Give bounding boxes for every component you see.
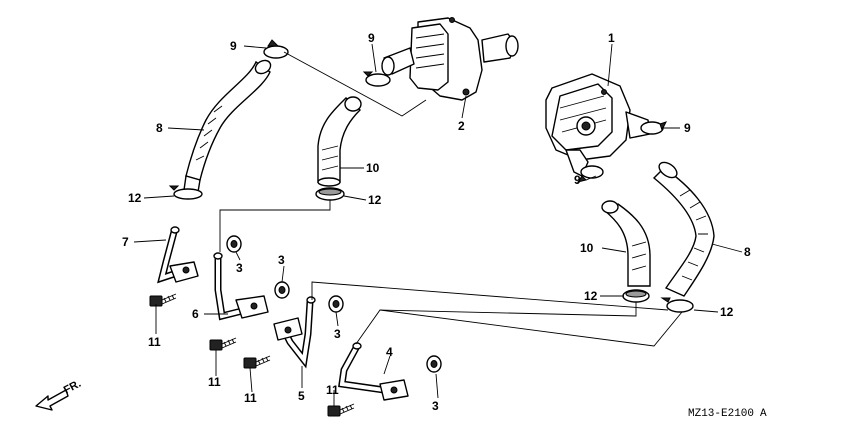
clip-9-c[interactable] — [640, 121, 667, 135]
callout-9: 9 — [574, 173, 581, 187]
direction-label: FR. — [62, 378, 83, 397]
callout-9: 9 — [684, 121, 691, 135]
washer-3-b[interactable] — [274, 281, 290, 299]
clip-9-a[interactable] — [263, 39, 289, 59]
washer-3-c[interactable] — [328, 295, 344, 313]
callout-labels: 9 9 2 1 9 9 8 10 12 12 7 3 3 10 8 12 12 … — [122, 31, 751, 413]
pipe-6[interactable] — [213, 252, 269, 321]
washer-3-d[interactable] — [426, 355, 442, 373]
callout-11: 11 — [326, 383, 339, 397]
pipe-4[interactable] — [338, 342, 409, 401]
clamp-12-d[interactable] — [660, 297, 694, 313]
callout-1: 1 — [608, 31, 615, 45]
callout-12: 12 — [368, 193, 382, 207]
bolt-11-d[interactable] — [327, 403, 355, 417]
callout-9: 9 — [230, 39, 237, 53]
clip-9-b[interactable] — [362, 71, 391, 87]
callout-8: 8 — [744, 245, 751, 259]
callout-7: 7 — [122, 235, 129, 249]
callout-12: 12 — [720, 305, 734, 319]
bolt-11-a[interactable] — [149, 293, 177, 307]
clamp-12-a[interactable] — [168, 185, 203, 200]
diagram-code-text: MZ13-E2100 — [688, 408, 754, 420]
callout-6: 6 — [192, 307, 199, 321]
callout-3: 3 — [236, 261, 243, 275]
pipe-5[interactable] — [273, 296, 316, 369]
callout-10: 10 — [580, 241, 594, 255]
bolt-11-b[interactable] — [209, 337, 237, 351]
front-direction-arrow: FR. — [35, 378, 83, 411]
hose-10-upper[interactable] — [317, 96, 362, 187]
air-injection-valve-right[interactable] — [545, 73, 651, 177]
callout-5: 5 — [298, 389, 305, 403]
callout-12: 12 — [128, 191, 142, 205]
callout-8: 8 — [156, 121, 163, 135]
callout-3: 3 — [278, 253, 285, 267]
clamp-12-b[interactable] — [315, 187, 345, 201]
reference-lines — [219, 51, 683, 347]
callout-11: 11 — [208, 375, 221, 389]
diagram-code: MZ13-E2100 A — [688, 408, 767, 420]
washer-3-a[interactable] — [226, 235, 242, 253]
arrow-icon — [35, 389, 69, 411]
callout-11: 11 — [148, 335, 161, 349]
hose-8-left[interactable] — [183, 58, 273, 193]
air-injection-valve-upper[interactable] — [381, 17, 519, 101]
hose-8-right[interactable] — [652, 159, 715, 297]
callout-10: 10 — [366, 161, 380, 175]
callout-9: 9 — [368, 31, 375, 45]
callout-4: 4 — [386, 345, 393, 359]
callout-12: 12 — [584, 289, 598, 303]
callout-3: 3 — [432, 399, 439, 413]
callout-2: 2 — [458, 119, 465, 133]
clamp-12-c[interactable] — [622, 289, 650, 303]
callout-leaders — [133, 43, 743, 406]
hose-10-right[interactable] — [601, 200, 651, 287]
bolt-11-c[interactable] — [243, 355, 271, 369]
callout-11: 11 — [244, 391, 257, 405]
diagram-code-suffix: A — [760, 408, 767, 420]
clip-9-d[interactable] — [576, 165, 604, 183]
callout-3: 3 — [334, 327, 341, 341]
pipe-7[interactable] — [157, 226, 199, 284]
